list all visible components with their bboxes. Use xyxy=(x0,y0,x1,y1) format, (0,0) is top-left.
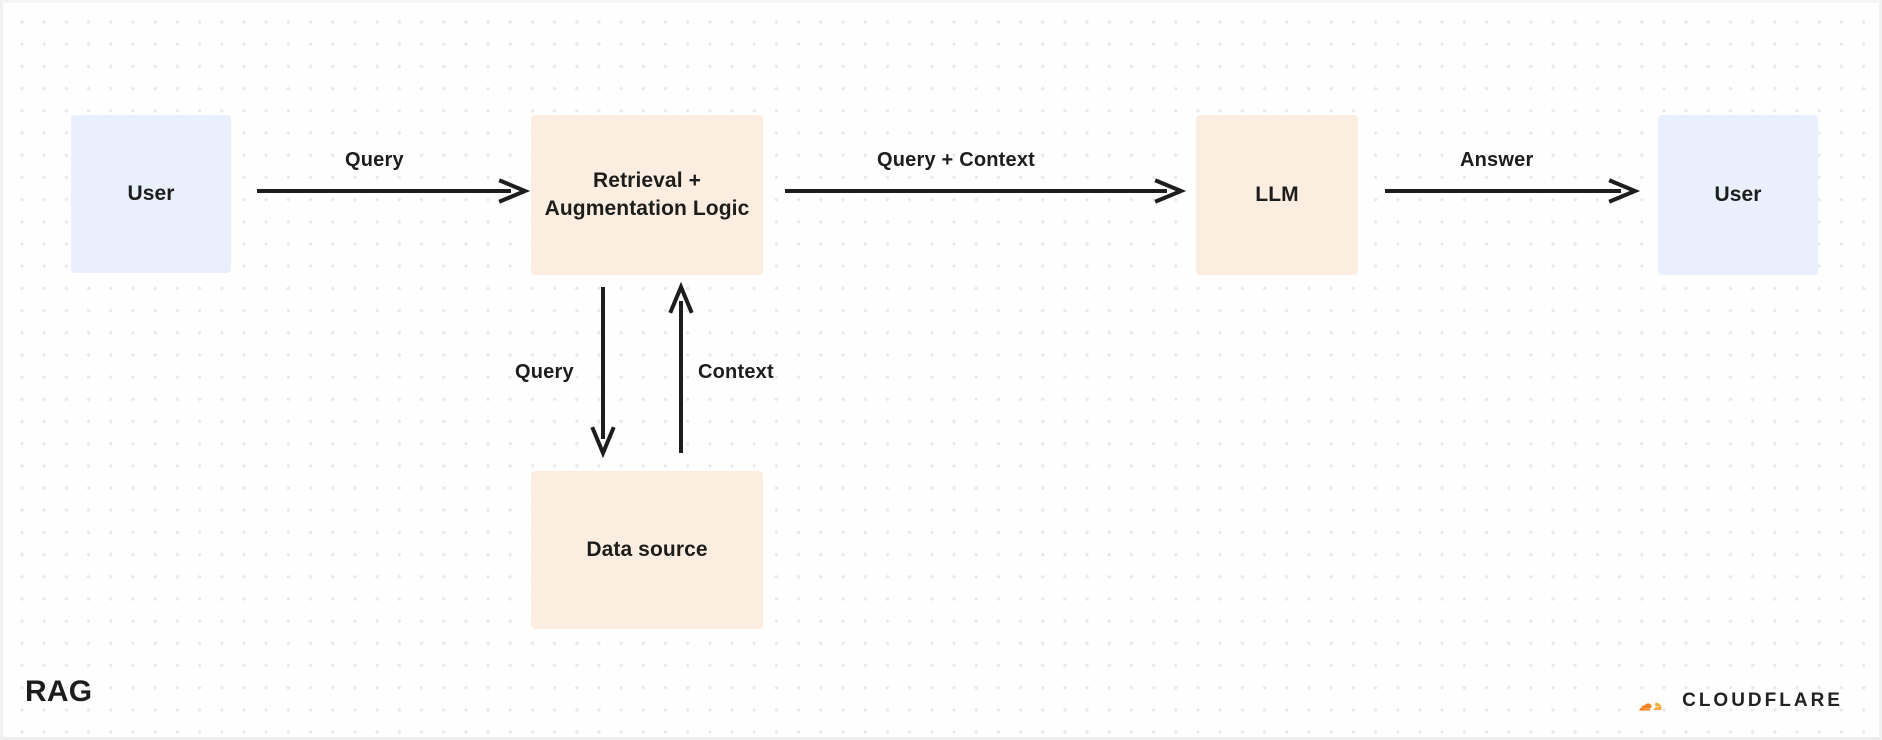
edge-label-context: Context xyxy=(698,361,774,383)
diagram-title: RAG xyxy=(25,675,93,708)
edge-label-query-plus-context: Query + Context xyxy=(877,149,1036,171)
arrow-user-to-logic-icon xyxy=(257,178,531,204)
edge-label-answer: Answer xyxy=(1460,149,1534,171)
node-retrieval-augmentation-logic[interactable]: Retrieval + Augmentation Logic xyxy=(531,115,763,275)
node-llm[interactable]: LLM xyxy=(1196,115,1358,275)
cloudflare-logo: CLOUDFLARE xyxy=(1621,689,1843,713)
arrow-logic-to-data-source-icon xyxy=(590,287,616,459)
arrow-data-source-to-logic-icon xyxy=(668,281,694,453)
cloudflare-cloud-icon xyxy=(1639,702,1662,711)
node-data-source[interactable]: Data source xyxy=(531,471,763,629)
node-user-left[interactable]: User xyxy=(71,115,231,273)
arrow-logic-to-llm-icon xyxy=(785,178,1187,204)
cloudflare-wordmark: CLOUDFLARE xyxy=(1682,690,1843,711)
node-user-right[interactable]: User xyxy=(1658,115,1818,275)
edge-label-query-user-to-logic: Query xyxy=(345,149,404,171)
edge-label-query-logic-to-data: Query xyxy=(515,361,574,383)
arrow-llm-to-user-icon xyxy=(1385,178,1641,204)
